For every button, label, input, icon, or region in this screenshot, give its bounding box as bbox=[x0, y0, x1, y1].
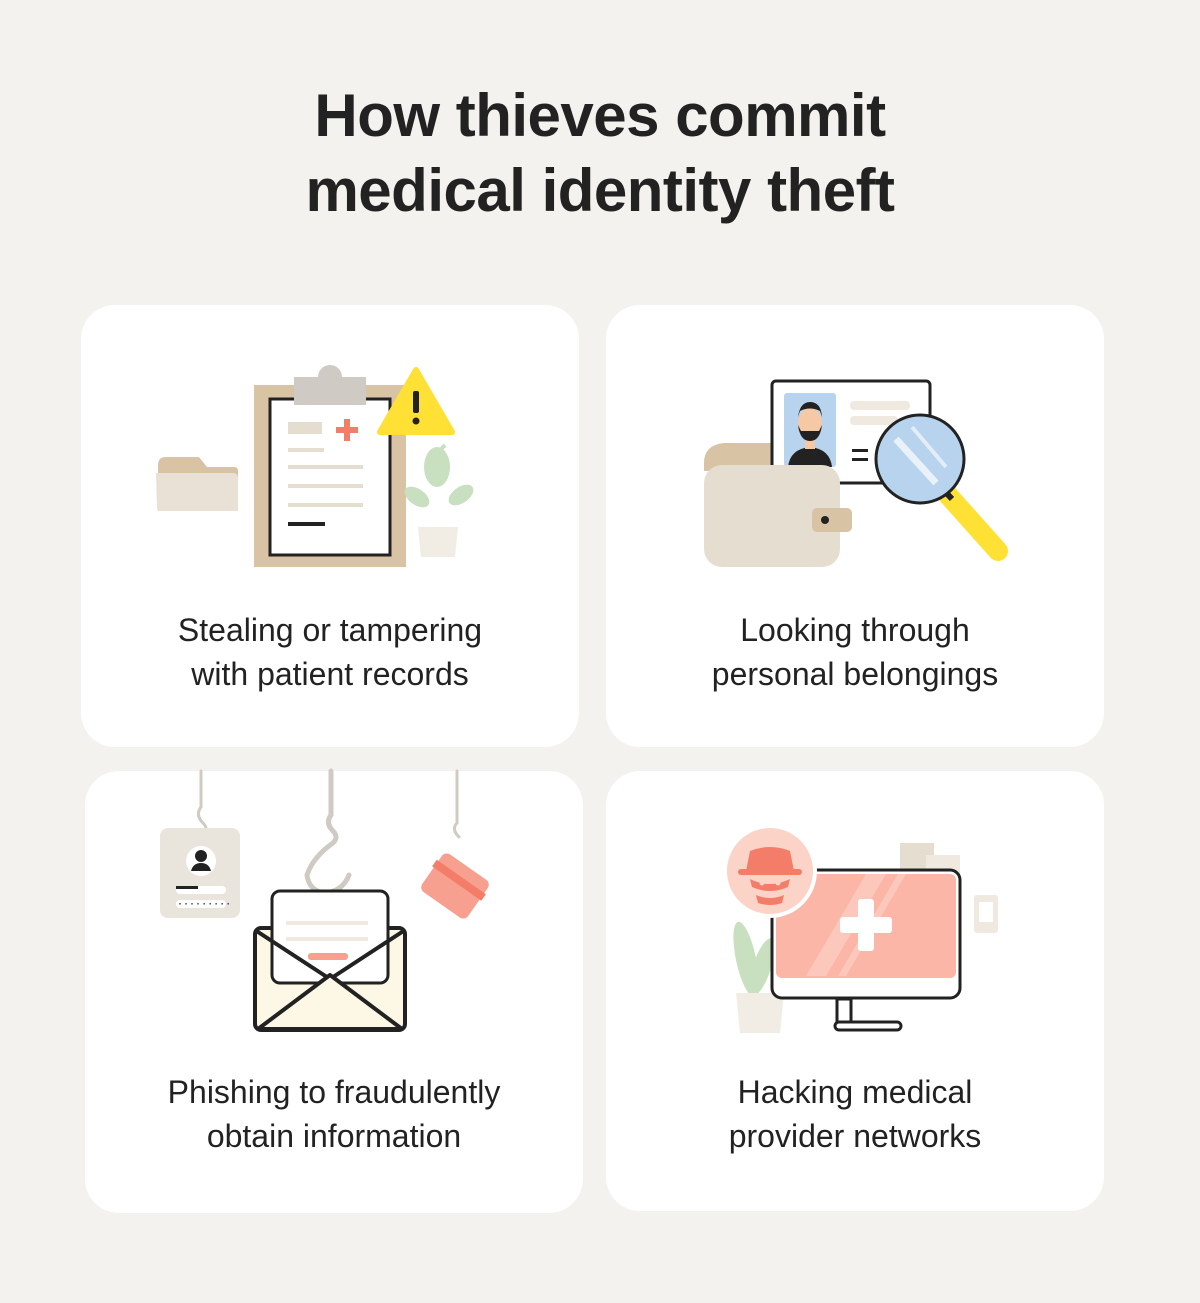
caption-line-2: personal belongings bbox=[711, 656, 999, 692]
caption-line-2: with patient records bbox=[191, 656, 469, 692]
clipboard-icon bbox=[254, 365, 406, 567]
credit-card-icon bbox=[421, 853, 489, 919]
envelope-icon bbox=[253, 889, 407, 1032]
patient-records-illustration bbox=[156, 365, 474, 567]
title-line-1: How thieves commit bbox=[314, 82, 886, 149]
phishing-illustration: ········· bbox=[160, 768, 489, 1032]
hacker-icon bbox=[723, 824, 817, 918]
svg-text:·········: ········· bbox=[177, 899, 231, 910]
plant-icon bbox=[733, 921, 784, 1033]
plant-icon bbox=[404, 443, 474, 557]
card-hacking: Hacking medical provider networks bbox=[606, 771, 1104, 1211]
caption-line-1: Stealing or tampering bbox=[177, 612, 483, 648]
card-phishing: ········· Phishing to fraudulently obtai… bbox=[85, 768, 583, 1213]
card-caption: Phishing to fraudulently obtain informat… bbox=[85, 1070, 583, 1158]
folder-icon bbox=[156, 457, 238, 511]
caption-line-2: provider networks bbox=[728, 1118, 982, 1154]
phone-icon bbox=[974, 895, 998, 933]
card-personal-belongings: Looking through personal belongings bbox=[606, 305, 1104, 747]
caption-line-1: Looking through bbox=[740, 612, 970, 648]
page-title: How thieves commit medical identity thef… bbox=[0, 78, 1200, 228]
card-caption: Looking through personal belongings bbox=[606, 608, 1104, 696]
personal-belongings-illustration bbox=[704, 379, 1008, 567]
card-patient-records: Stealing or tampering with patient recor… bbox=[81, 305, 579, 747]
caption-line-1: Phishing to fraudulently bbox=[167, 1074, 501, 1110]
title-line-2: medical identity theft bbox=[305, 157, 895, 224]
warning-icon bbox=[377, 367, 455, 435]
badge-icon: ········· bbox=[160, 828, 240, 918]
caption-line-2: obtain information bbox=[206, 1118, 462, 1154]
magnifying-glass-icon bbox=[874, 413, 1008, 561]
medical-cross-icon bbox=[336, 419, 358, 441]
wallet-body bbox=[704, 465, 852, 567]
caption-line-1: Hacking medical bbox=[737, 1074, 973, 1110]
card-caption: Stealing or tampering with patient recor… bbox=[81, 608, 579, 696]
hacking-illustration bbox=[723, 824, 998, 1033]
card-caption: Hacking medical provider networks bbox=[606, 1070, 1104, 1158]
person-avatar-icon bbox=[784, 393, 836, 467]
medical-cross-icon bbox=[840, 899, 892, 951]
